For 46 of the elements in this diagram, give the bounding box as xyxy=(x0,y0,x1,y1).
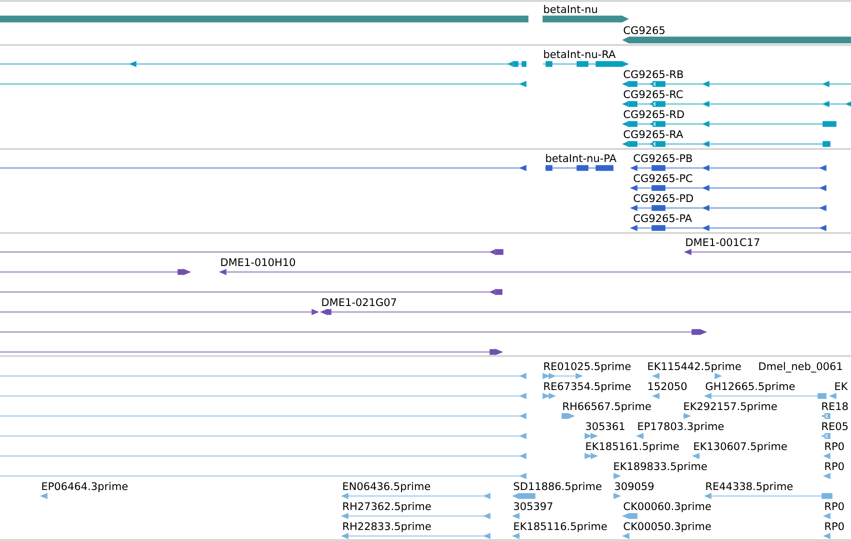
track-label: RH66567.5prime xyxy=(563,402,651,412)
track-label: 309059 xyxy=(615,482,654,490)
track-label: CG9265-RA xyxy=(624,130,684,138)
track-label: EK292157.5prime xyxy=(684,402,777,412)
track-label: Dmel_neb_0061 xyxy=(759,362,842,372)
track-label: DME1-001C17 xyxy=(686,238,760,246)
track-label: EP17803.3prime xyxy=(638,422,724,432)
track-label: EP06464.3prime xyxy=(42,482,128,492)
track-label: RP0 xyxy=(825,442,844,450)
track-label: 152050 xyxy=(648,382,687,390)
track-label: CG9265-PD xyxy=(634,194,693,202)
track-label: RE67354.5prime xyxy=(544,382,631,392)
track-label: DME1-010H10 xyxy=(221,258,296,266)
track-label: EK xyxy=(835,382,848,390)
track-label: RE18 xyxy=(822,402,848,410)
track-label: RH27362.5prime xyxy=(343,502,431,512)
track-label: betaInt-nu-PA xyxy=(546,154,616,162)
track-label: betaInt-nu xyxy=(544,5,597,14)
track-label: DME1-021G07 xyxy=(322,298,396,306)
track-label: CK00060.3prime xyxy=(624,502,711,512)
track-label: betaInt-nu-RA xyxy=(544,50,616,58)
track-label: RP0 xyxy=(825,462,844,470)
track-label: EK130607.5prime xyxy=(694,442,787,452)
track-label: RE44338.5prime xyxy=(706,482,793,492)
track-label: CG9265-RB xyxy=(624,70,683,78)
track-label: RP0 xyxy=(825,522,844,530)
track-label: SD11886.5prime xyxy=(514,482,602,492)
track-label: CG9265-PB xyxy=(634,154,692,162)
track-label: EK189833.5prime xyxy=(614,462,707,472)
track-label: CG9265 xyxy=(624,26,664,34)
track-label: RE01025.5prime xyxy=(544,362,631,372)
track-label: EK115442.5prime xyxy=(648,362,741,372)
track-label: 305361 xyxy=(586,422,624,430)
track-label: CG9265-PC xyxy=(634,174,692,182)
track-label: RH22833.5prime xyxy=(343,522,431,532)
track-label: EK185116.5prime xyxy=(514,522,607,532)
track-label: EK185161.5prime xyxy=(586,442,679,452)
track-label: RE05 xyxy=(822,422,848,430)
track-label: CG9265-RD xyxy=(624,110,684,118)
track-label: CG9265-RC xyxy=(624,90,683,98)
track-label: RP0 xyxy=(825,502,844,510)
track-label: EN06436.5prime xyxy=(343,482,430,492)
track-label: GH12665.5prime xyxy=(706,382,795,392)
track-label: CK00050.3prime xyxy=(624,522,711,532)
track-label: CG9265-PA xyxy=(634,214,692,222)
track-label: 305397 xyxy=(514,502,552,510)
